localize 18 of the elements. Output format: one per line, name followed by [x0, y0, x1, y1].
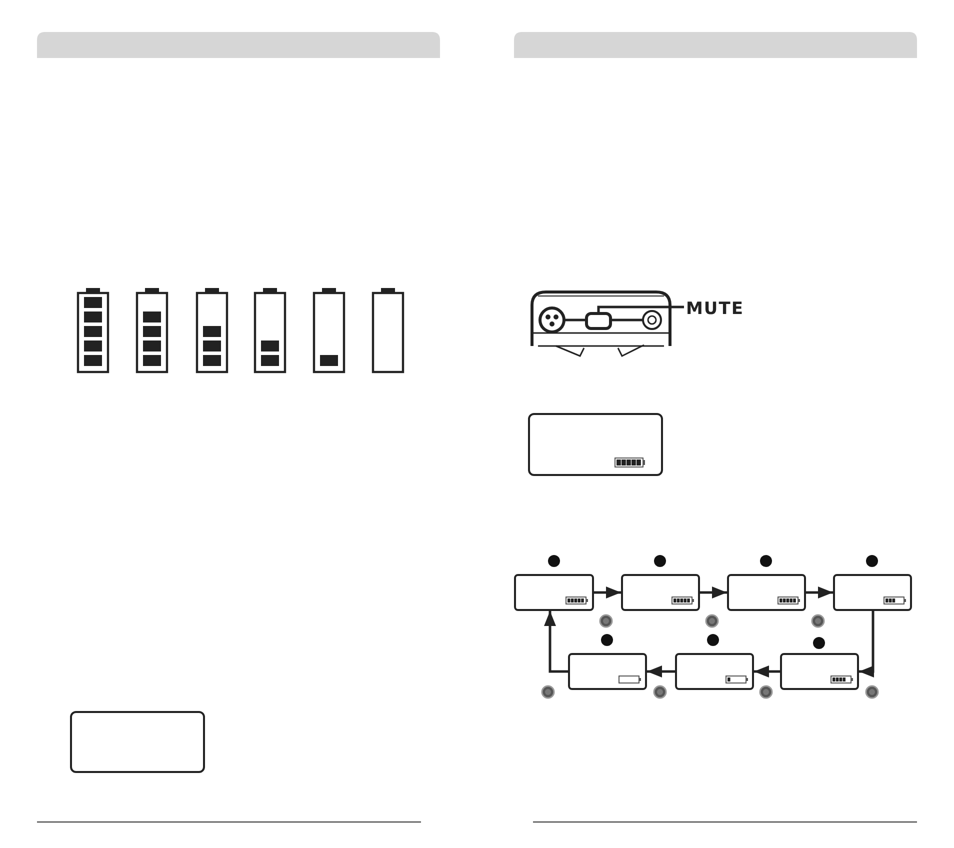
- arrow: [700, 586, 727, 598]
- arrow: [594, 586, 621, 598]
- arrow: [754, 666, 780, 678]
- display-screen: [727, 574, 806, 611]
- mute-button: [585, 312, 612, 330]
- display-screen: [833, 574, 912, 611]
- display-screen: [70, 711, 205, 773]
- leader-line: [597, 306, 684, 312]
- display-screen: [528, 413, 663, 476]
- display-screen: [621, 574, 700, 611]
- display-screen: [514, 574, 594, 611]
- arrow: [806, 586, 833, 598]
- display-screen: [675, 653, 754, 690]
- display-screen: [568, 653, 647, 690]
- arrow: [859, 611, 874, 678]
- display-screen: [780, 653, 859, 690]
- arrow: [544, 611, 568, 673]
- arrow: [647, 666, 675, 678]
